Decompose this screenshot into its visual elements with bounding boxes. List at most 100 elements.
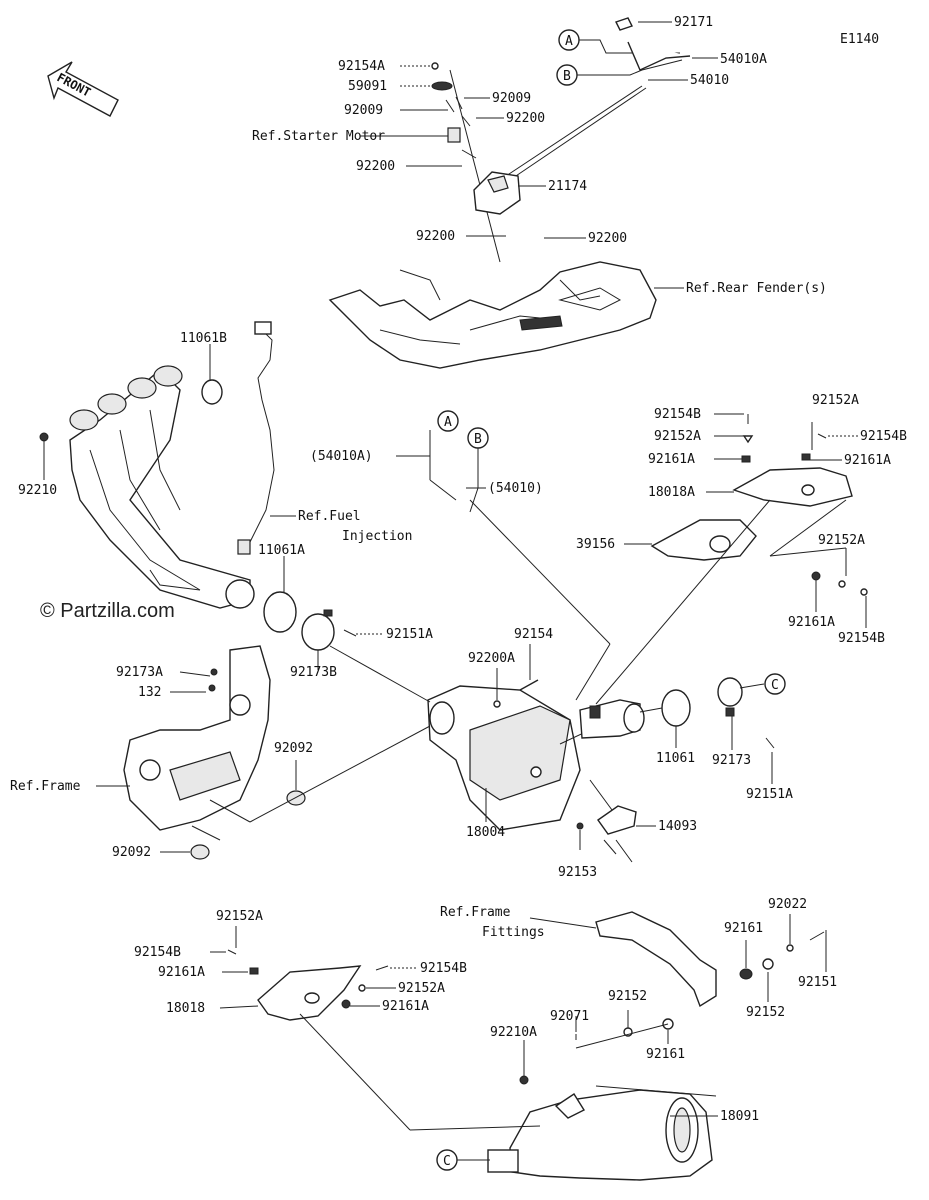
circle-ref-label: B	[563, 69, 571, 84]
label-92154b-top: 92154B	[654, 407, 701, 422]
label-92161a-left: 92161A	[158, 965, 205, 980]
label-92173a: 92173A	[116, 665, 163, 680]
label-92173: 92173	[712, 753, 751, 768]
label-92161a-right: 92161A	[788, 615, 835, 630]
label-92210: 92210	[18, 483, 57, 498]
label-54010: 54010	[690, 73, 729, 88]
circle-ref-c-mid: C	[764, 673, 786, 695]
label-132: 132	[138, 685, 161, 700]
label-18091: 18091	[720, 1109, 759, 1124]
label-18018a: 18018A	[648, 485, 695, 500]
exhaust-valve-actuator-21174	[473, 171, 521, 215]
washers-92200	[494, 235, 556, 239]
label-54010a: 54010A	[720, 52, 767, 67]
part-labels: 92171 54010A 54010 92154A 59091 92009 92…	[10, 15, 907, 1124]
bolt-92151a-lower	[765, 737, 775, 749]
ref-rear-fender: Ref.Rear Fender(s)	[686, 281, 827, 296]
partzilla-watermark: © Partzilla.com	[40, 600, 175, 622]
label-92161a-top-left: 92161A	[648, 452, 695, 467]
label-54010a-paren: (54010A)	[310, 449, 373, 464]
label-54010-paren: (54010)	[488, 481, 543, 496]
muffler-bracket	[595, 911, 717, 1008]
guard-fasteners-left	[227, 949, 389, 1009]
label-92154: 92154	[514, 627, 553, 642]
label-92200-upper-right: 92200	[506, 111, 545, 126]
label-92200-left: 92200	[356, 159, 395, 174]
washer-92200a	[493, 700, 501, 708]
heat-guard-18018	[257, 965, 362, 1021]
circle-ref-label: C	[443, 1154, 451, 1169]
exhaust-header-pipes	[69, 365, 255, 609]
valve-body	[579, 699, 645, 739]
label-11061b: 11061B	[180, 331, 227, 346]
pre-chamber-18004	[427, 685, 611, 831]
bolt-92151a-upper	[343, 629, 357, 637]
gasket-11061a	[263, 591, 297, 633]
label-92200-mid-left: 92200	[416, 229, 455, 244]
label-92009-right: 92009	[492, 91, 531, 106]
heat-guard-18018a	[732, 467, 853, 507]
cable-clip-92171	[615, 17, 633, 31]
circle-ref-label: C	[771, 678, 779, 693]
label-92152a-top-right: 92152A	[812, 393, 859, 408]
ref-fuel-injection-1: Ref.Fuel	[298, 509, 361, 524]
clamp-92173	[717, 677, 743, 717]
frame-bracket	[123, 645, 271, 831]
label-92152a-left: 92152A	[216, 909, 263, 924]
label-92171: 92171	[674, 15, 713, 30]
ref-frame-fittings-1: Ref.Frame	[440, 905, 511, 920]
clamp-92173b	[301, 609, 335, 651]
label-92151: 92151	[798, 975, 837, 990]
nut-92210	[39, 432, 49, 442]
label-92022: 92022	[768, 897, 807, 912]
label-92151a-lower: 92151A	[746, 787, 793, 802]
nut-92153	[576, 822, 584, 830]
gasket-11061	[661, 689, 691, 727]
ref-starter-motor: Ref.Starter Motor	[252, 129, 385, 144]
label-92161a-top-right: 92161A	[844, 453, 891, 468]
label-92154b-top-right: 92154B	[860, 429, 907, 444]
circle-ref-a-top: A	[558, 29, 580, 51]
throttle-cables	[499, 39, 691, 185]
ref-frame-fittings-2: Fittings	[482, 925, 545, 940]
leader-lines	[43, 21, 867, 1161]
circle-ref-label: A	[565, 34, 573, 49]
label-92153: 92153	[558, 865, 597, 880]
circle-ref-c-bottom: C	[436, 1149, 458, 1171]
label-92071: 92071	[550, 1009, 589, 1024]
label-92092-lower: 92092	[112, 845, 151, 860]
label-21174: 21174	[548, 179, 587, 194]
label-11061: 11061	[656, 751, 695, 766]
label-92200a: 92200A	[468, 651, 515, 666]
label-92154a: 92154A	[338, 59, 385, 74]
label-92152a-right: 92152A	[818, 533, 865, 548]
damper-92092-lower	[190, 844, 210, 860]
cover-14093	[597, 805, 637, 835]
label-39156: 39156	[576, 537, 615, 552]
ref-frame: Ref.Frame	[10, 779, 81, 794]
label-59091: 59091	[348, 79, 387, 94]
label-92173b: 92173B	[290, 665, 337, 680]
diagram-code: E1140	[840, 32, 879, 47]
label-18004: 18004	[466, 825, 505, 840]
o2-sensor	[237, 321, 275, 555]
label-92154b-right: 92154B	[838, 631, 885, 646]
circle-ref-b-top: B	[556, 64, 578, 86]
label-92092-upper: 92092	[274, 741, 313, 756]
label-92154b-left: 92154B	[134, 945, 181, 960]
bolt-92154	[519, 679, 539, 691]
circle-ref-a-mid: A	[437, 410, 459, 432]
label-92152a-bottom: 92152A	[398, 981, 445, 996]
label-11061a: 11061A	[258, 543, 305, 558]
circle-ref-label: A	[444, 415, 452, 430]
label-92161-lower: 92161	[646, 1047, 685, 1062]
ref-fuel-injection-2: Injection	[342, 529, 412, 544]
front-arrow-icon: FRONT	[47, 61, 119, 117]
label-18018: 18018	[166, 1001, 205, 1016]
label-92161-upper: 92161	[724, 921, 763, 936]
label-92152a-top-left: 92152A	[654, 429, 701, 444]
label-92152-right: 92152	[746, 1005, 785, 1020]
label-92200-mid-right: 92200	[588, 231, 627, 246]
label-92151a-upper: 92151A	[386, 627, 433, 642]
